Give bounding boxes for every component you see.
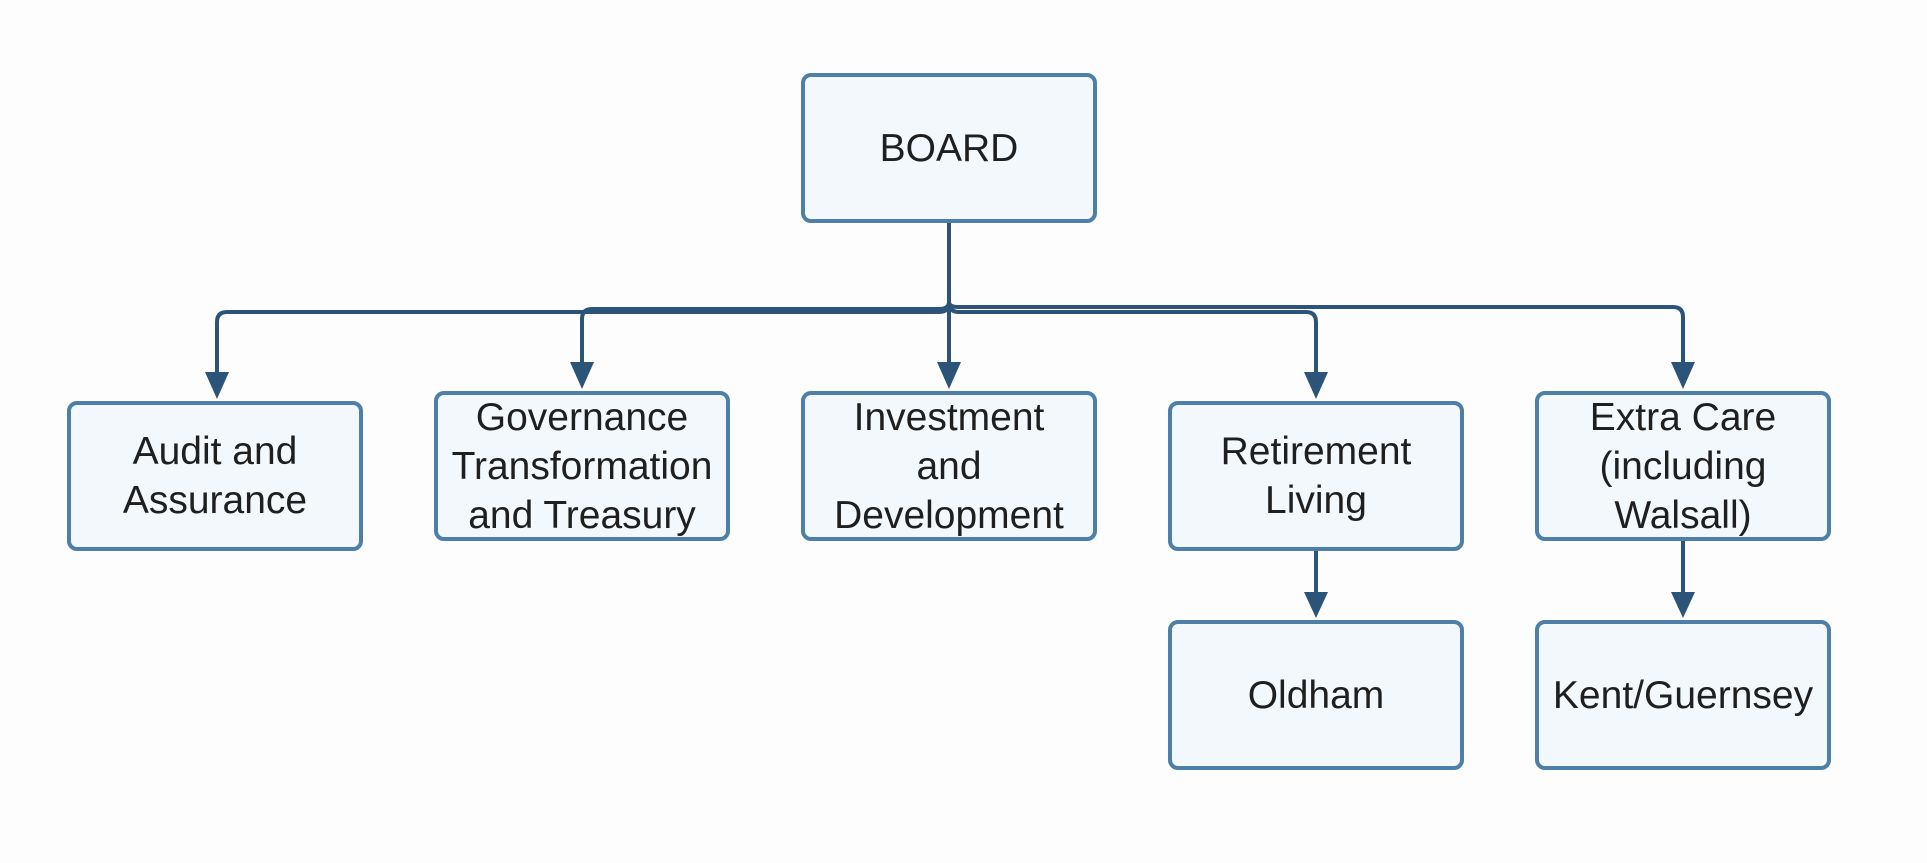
arrowhead-oldham	[1304, 592, 1328, 618]
node-oldham: Oldham	[1168, 620, 1464, 770]
node-audit-and-assurance: Audit and Assurance	[67, 401, 363, 551]
arrowhead-retirement	[1304, 372, 1328, 399]
arrowhead-governance	[570, 362, 594, 389]
node-governance-transformation-treasury: Governance Transformation and Treasury	[434, 391, 730, 541]
arrowhead-audit	[205, 372, 229, 399]
node-board: BOARD	[801, 73, 1097, 223]
arrowhead-extra-care	[1671, 362, 1695, 389]
node-kent-guernsey: Kent/Guernsey	[1535, 620, 1831, 770]
arrowhead-investment	[937, 362, 961, 389]
edge-board-to-extra-care	[947, 300, 1685, 368]
node-retirement-living: Retirement Living	[1168, 401, 1464, 551]
node-investment-and-development: Investment and Development	[801, 391, 1097, 541]
node-extra-care: Extra Care (including Walsall)	[1535, 391, 1831, 541]
arrowhead-kent	[1671, 592, 1695, 618]
edge-board-to-retirement	[947, 300, 1318, 378]
